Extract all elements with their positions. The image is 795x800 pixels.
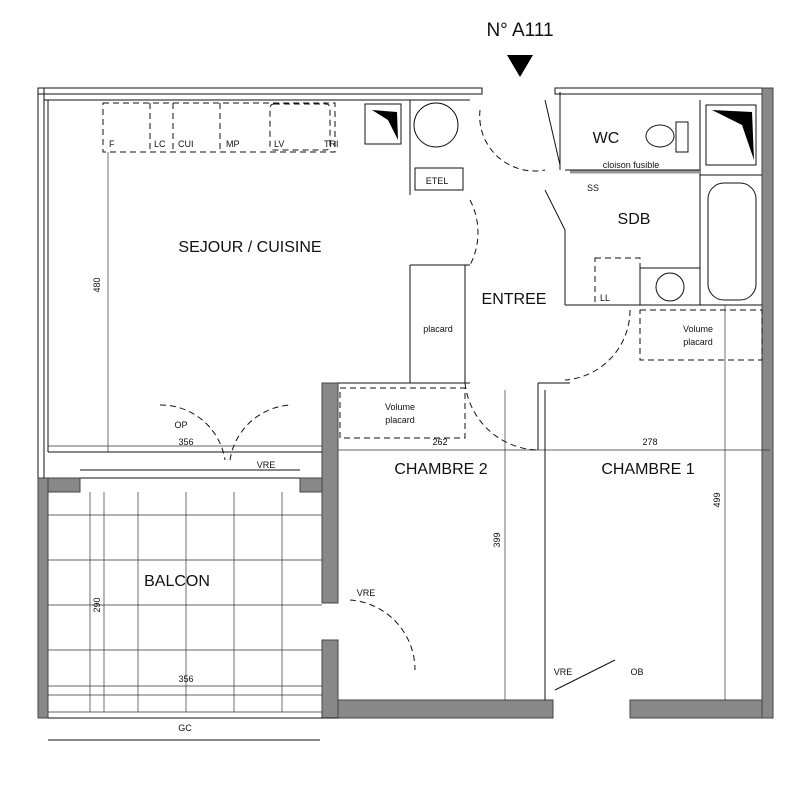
- room-chambre-2: CHAMBRE 2: [394, 461, 487, 478]
- balcony-grid: [48, 492, 322, 741]
- kitchen-label: LC: [154, 139, 166, 149]
- ob-label: OB: [630, 667, 643, 677]
- cloison-label: cloison fusible: [603, 160, 660, 170]
- dim-sejour-height: 480: [92, 277, 102, 292]
- kitchen-label: LV: [274, 139, 284, 149]
- dim-ch2-width: 262: [432, 437, 447, 447]
- gc-label: GC: [178, 723, 192, 733]
- dim-balcon-height: 290: [92, 597, 102, 612]
- dimension-lines: [48, 152, 726, 712]
- vre-label: VRE: [257, 460, 276, 470]
- vre-label: VRE: [554, 667, 573, 677]
- ll-label: LL: [600, 293, 610, 303]
- room-wc: WC: [593, 130, 620, 147]
- kitchen-label: CUI: [178, 139, 194, 149]
- dim-balcon-width: 356: [178, 674, 193, 684]
- volume-placard-label: Volume: [683, 324, 713, 334]
- door-swings: [159, 99, 631, 691]
- ss-label: SS: [587, 183, 599, 193]
- volume-placard-label: placard: [683, 337, 713, 347]
- room-balcon: BALCON: [144, 573, 210, 590]
- room-entree: ENTREE: [482, 291, 547, 308]
- dim-ch1-width: 278: [642, 437, 657, 447]
- vre-label: VRE: [357, 588, 376, 598]
- unit-number: N° A111: [486, 20, 553, 41]
- dim-ch1-height: 499: [712, 492, 722, 507]
- bathroom-fixtures: [339, 104, 763, 439]
- entrance-arrow-icon: [507, 55, 533, 77]
- dim-sejour-width: 356: [178, 437, 193, 447]
- room-sdb: SDB: [618, 211, 651, 228]
- kitchen-counter: F LC CUI MP LV TRI: [102, 102, 459, 153]
- placard-label: placard: [423, 324, 453, 334]
- kitchen-label: MP: [226, 139, 240, 149]
- volume-placard-label: placard: [385, 415, 415, 425]
- walls: [37, 87, 774, 719]
- op-label: OP: [174, 420, 187, 430]
- kitchen-label: TRI: [324, 139, 339, 149]
- room-sejour: SEJOUR / CUISINE: [178, 239, 321, 256]
- volume-placard-label: Volume: [385, 402, 415, 412]
- etel-label: ETEL: [426, 176, 449, 186]
- dim-ch2-height: 399: [492, 532, 502, 547]
- kitchen-label: F: [109, 139, 115, 149]
- room-chambre-1: CHAMBRE 1: [601, 461, 694, 478]
